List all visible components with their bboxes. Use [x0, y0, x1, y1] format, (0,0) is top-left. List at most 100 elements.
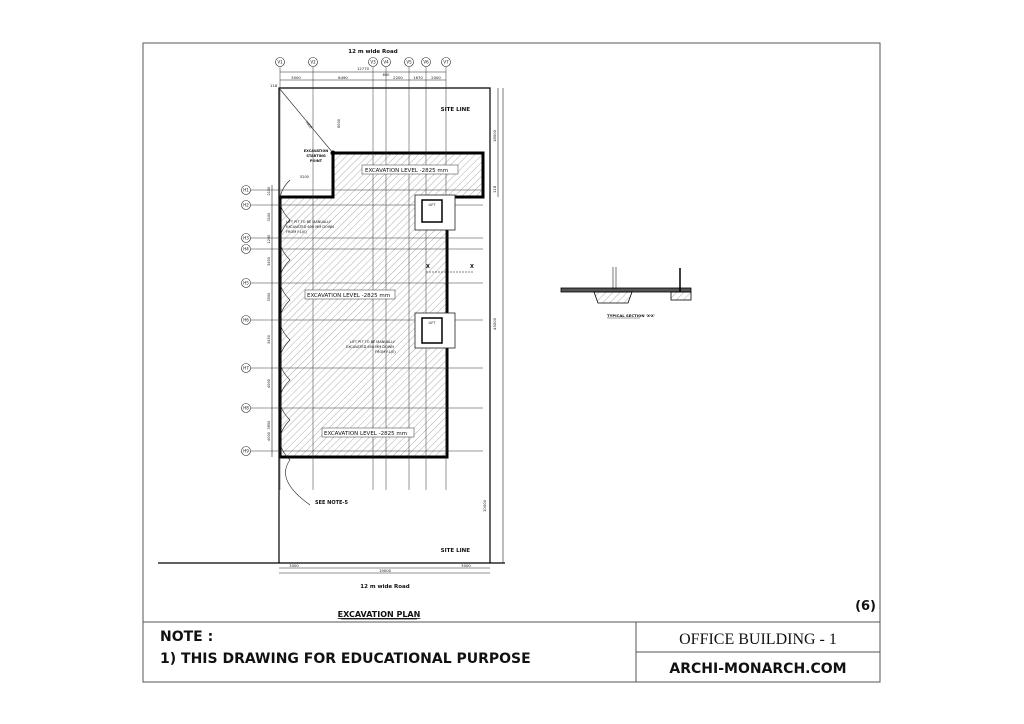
grid-label-horizontal: H5 — [243, 281, 249, 286]
grid-label-vertical: V3 — [370, 60, 376, 65]
dim-top-1: 3000 — [291, 75, 301, 80]
grid-label-horizontal: H4 — [243, 247, 249, 252]
site-line-label-bottom: SITE LINE — [441, 548, 471, 554]
dim-left: 3100 — [267, 213, 271, 222]
sheet-number: (6) — [855, 599, 876, 614]
lift-pit-note-1: LIFT PIT TO BE MANUALLY EXCAVATED 600 MM… — [286, 220, 334, 234]
grid-bubble-vertical — [275, 57, 285, 67]
dim-bottom-total: 19000 — [379, 568, 392, 573]
svg-text:FROM F.L(E): FROM F.L(E) — [375, 350, 396, 354]
dim-left: 4000 — [267, 379, 271, 388]
lift-pit-1-core — [421, 199, 443, 223]
grid-bubble-horizontal — [241, 446, 251, 456]
grid-label-vertical: V7 — [443, 60, 449, 65]
note-heading: NOTE : — [160, 629, 213, 645]
grid-bubble-vertical — [381, 57, 391, 67]
dim-right-2: 43000 — [492, 317, 497, 330]
excavation-start-point — [330, 150, 336, 156]
grid-bubble-horizontal — [241, 363, 251, 373]
grid-bubble-horizontal — [241, 244, 251, 254]
grid-label-horizontal: H3 — [243, 236, 249, 241]
svg-text:EXCAVATION LEVEL -2825 mm: EXCAVATION LEVEL -2825 mm — [324, 431, 407, 437]
svg-text:EXCAVATED 600 MM DOWN: EXCAVATED 600 MM DOWN — [346, 345, 394, 349]
dim-bottom-2: 3000 — [461, 563, 471, 568]
svg-text:STARTING: STARTING — [306, 154, 326, 158]
drawing-title: EXCAVATION PLAN — [338, 610, 421, 619]
svg-text:EXCAVATION LEVEL -2825 mm: EXCAVATION LEVEL -2825 mm — [365, 168, 448, 174]
dim-left: 1200 — [267, 235, 271, 244]
excavation-level-label-3: EXCAVATION LEVEL -2825 mm — [321, 427, 415, 438]
road-label-bottom: 12 m wide Road — [360, 584, 409, 590]
dim-right-3: 10000 — [482, 499, 487, 512]
dim-diagonal: 7800 — [304, 120, 313, 129]
grid-label-horizontal: H9 — [243, 449, 249, 454]
section-marker-left: X — [426, 264, 430, 270]
svg-text:FROM F.L(E): FROM F.L(E) — [286, 230, 307, 234]
grid-label-horizontal: H7 — [243, 366, 249, 371]
dim-left: 3950 — [267, 421, 271, 430]
grid-label-horizontal: H8 — [243, 406, 249, 411]
grid-bubble-horizontal — [241, 315, 251, 325]
site-line-label-top: SITE LINE — [441, 107, 471, 113]
dim-right-4: 118 — [492, 185, 497, 193]
svg-text:EXCAVATED 600 MM DOWN: EXCAVATED 600 MM DOWN — [286, 225, 334, 229]
grid-label-horizontal: H1 — [243, 188, 249, 193]
diagonal-dimension-line — [278, 87, 334, 154]
grid-label-horizontal: H2 — [243, 203, 249, 208]
lift-label-2: LIFT — [428, 321, 436, 325]
dim-top-3: 2200 — [393, 75, 403, 80]
sheet-border — [142, 42, 881, 683]
grid-bubble-horizontal — [241, 403, 251, 413]
website: ARCHI-MONARCH.COM — [669, 661, 846, 677]
grid-label-horizontal: H6 — [243, 318, 249, 323]
lift-pit-2-core — [421, 317, 443, 344]
grid-bubble-horizontal — [241, 233, 251, 243]
svg-text:EXCAVATION LEVEL -2825 mm: EXCAVATION LEVEL -2825 mm — [307, 293, 390, 299]
dim-left: 2150 — [267, 187, 271, 196]
wavy-boundary-line — [279, 179, 311, 506]
grid-label-vertical: V1 — [277, 60, 283, 65]
lift-pit-note-2: LIFT PIT TO BE MANUALLY EXCAVATED 600 MM… — [346, 340, 396, 354]
dim-right-1: 18000 — [492, 129, 497, 142]
grid-bubble-horizontal — [241, 200, 251, 210]
section-marker-right: X — [470, 264, 474, 270]
dim-top-4: 1670 — [413, 75, 423, 80]
grid-bubble-vertical — [404, 57, 414, 67]
svg-text:LIFT PIT TO BE MANUALLY: LIFT PIT TO BE MANUALLY — [286, 220, 332, 224]
dim-top-total: 12770 — [357, 66, 370, 71]
grid-label-vertical: V2 — [310, 60, 316, 65]
grid-bubble-vertical — [421, 57, 431, 67]
dim-left: 3450 — [267, 335, 271, 344]
note-1: 1) THIS DRAWING FOR EDUCATIONAL PURPOSE — [160, 651, 531, 667]
grid-bubble-horizontal — [241, 185, 251, 195]
grid-bubble-vertical — [441, 57, 451, 67]
grid-label-vertical: V6 — [423, 60, 429, 65]
section-title: TYPICAL SECTION 'X-X' — [607, 313, 655, 318]
dim-corner: 118 — [270, 83, 278, 88]
svg-text:EXCAVATION: EXCAVATION — [304, 149, 329, 153]
lift-label-1: LIFT — [428, 203, 436, 207]
svg-text:LIFT PIT TO BE MANUALLY: LIFT PIT TO BE MANUALLY — [350, 340, 396, 344]
project-name: OFFICE BUILDING - 1 — [679, 631, 837, 648]
dim-6000: 6000 — [337, 119, 341, 128]
dim-top-2: 6490 — [338, 75, 348, 80]
dim-5200: 5200 — [300, 175, 309, 179]
dim-left: 3500 — [267, 293, 271, 302]
excavation-level-label-1: EXCAVATION LEVEL -2825 mm — [361, 164, 459, 175]
grid-label-vertical: V4 — [383, 60, 389, 65]
grid-label-vertical: V5 — [406, 60, 412, 65]
dim-top-5: 2000 — [431, 75, 441, 80]
dim-bottom-1: 3000 — [289, 563, 299, 568]
excavation-level-label-2: EXCAVATION LEVEL -2825 mm — [304, 289, 396, 300]
see-note-label: SEE NOTE-5 — [315, 500, 349, 506]
dim-offset: 600 — [383, 73, 390, 77]
typical-section-detail: TYPICAL SECTION 'X-X' — [560, 267, 692, 319]
excavation-start-note: EXCAVATION STARTING POINT — [304, 149, 329, 163]
road-label-top: 12 m wide Road — [348, 49, 397, 55]
svg-text:POINT: POINT — [310, 159, 323, 163]
grid-bubble-vertical — [308, 57, 318, 67]
dim-left: 3450 — [267, 257, 271, 266]
grid-bubble-horizontal — [241, 278, 251, 288]
